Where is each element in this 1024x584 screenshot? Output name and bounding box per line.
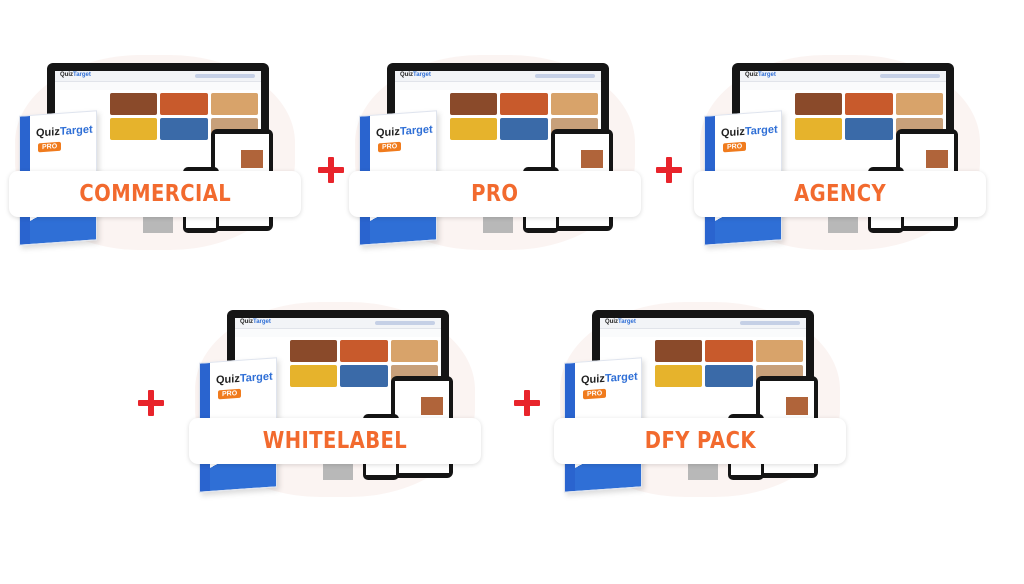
bundle-commercial: QuizTarget QuizTarget PRO COMMERCIAL [5, 55, 305, 250]
box-pro-badge: PRO [378, 141, 402, 153]
monitor-stand [483, 213, 513, 233]
monitor-stand [323, 460, 353, 480]
screen-logo: QuizTarget [60, 72, 91, 78]
screen-logo: QuizTarget [400, 72, 431, 78]
monitor-stand [828, 213, 858, 233]
screen-logo: QuizTarget [745, 72, 776, 78]
bundle-label: PRO [349, 171, 641, 217]
thumbnail-grid [600, 337, 806, 390]
bundle-whitelabel: QuizTarget QuizTarget PRO WHITELABEL [185, 302, 485, 497]
box-brand: QuizTarget [36, 123, 93, 140]
screen-logo: QuizTarget [240, 319, 271, 325]
plus-icon [316, 155, 346, 185]
box-pro-badge: PRO [38, 141, 62, 153]
bundle-label: WHITELABEL [189, 418, 481, 464]
thumbnail-grid [55, 90, 261, 143]
bundle-label: DFY PACK [554, 418, 846, 464]
box-brand: QuizTarget [216, 370, 273, 387]
monitor-stand [688, 460, 718, 480]
plus-icon [654, 155, 684, 185]
box-brand: QuizTarget [376, 123, 433, 140]
bundle-agency: QuizTarget QuizTarget PRO AGENCY [690, 55, 990, 250]
bundle-label: COMMERCIAL [9, 171, 301, 217]
box-brand: QuizTarget [721, 123, 778, 140]
plus-icon [512, 388, 542, 418]
bundle-pro: QuizTarget QuizTarget PRO PRO [345, 55, 645, 250]
box-brand: QuizTarget [581, 370, 638, 387]
screen-logo: QuizTarget [605, 319, 636, 325]
box-pro-badge: PRO [583, 388, 607, 400]
box-pro-badge: PRO [218, 388, 242, 400]
monitor-stand [143, 213, 173, 233]
bundle-dfy-pack: QuizTarget QuizTarget PRO DFY PACK [550, 302, 850, 497]
box-pro-badge: PRO [723, 141, 747, 153]
bundle-label: AGENCY [694, 171, 986, 217]
thumbnail-grid [395, 90, 601, 143]
plus-icon [136, 388, 166, 418]
